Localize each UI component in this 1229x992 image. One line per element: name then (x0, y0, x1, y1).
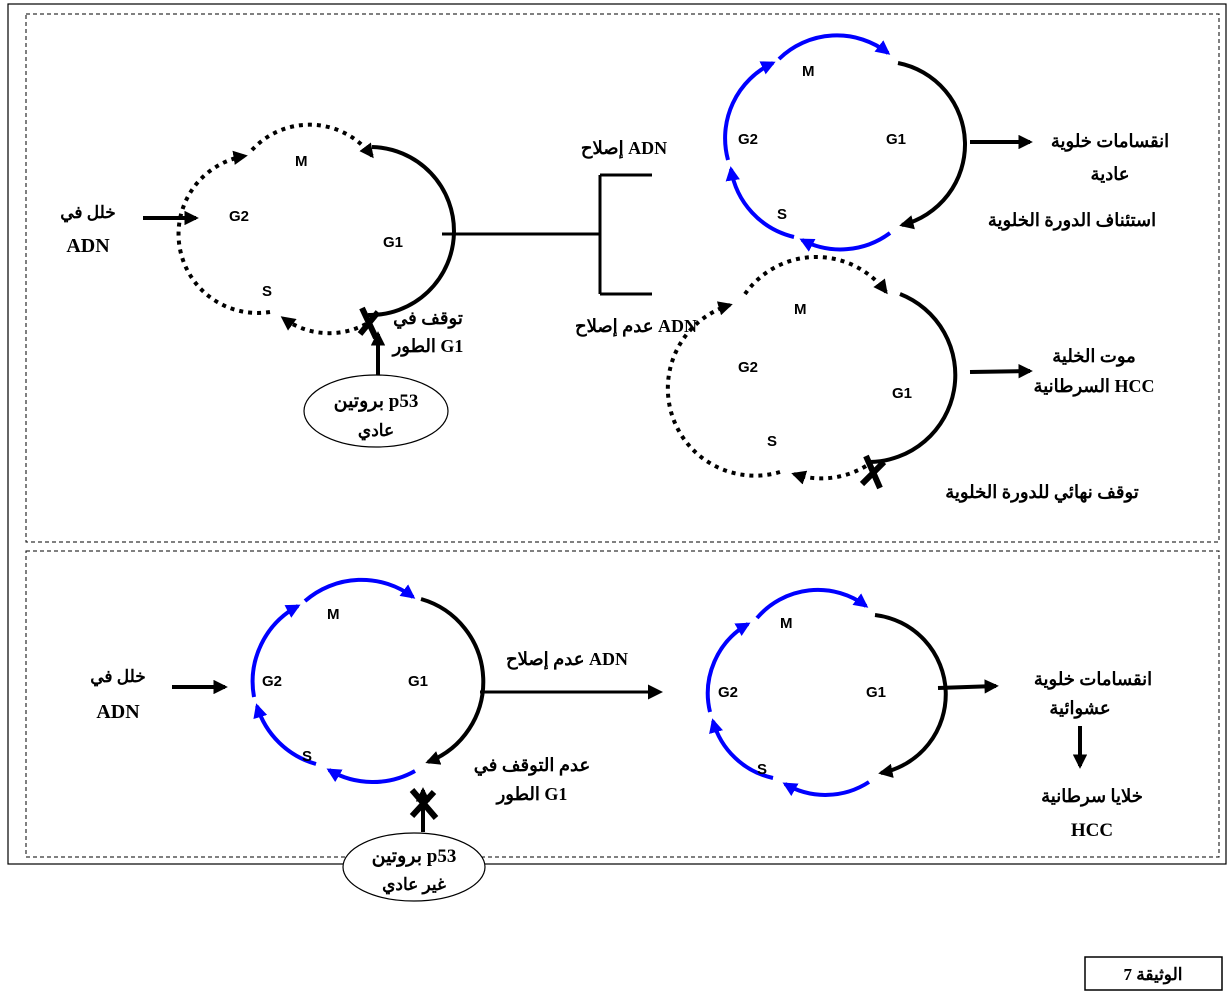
cycle-bottom-left-g1-arc (420, 597, 486, 765)
phase-g2-label: G2 (229, 208, 249, 225)
cell-death-line2: السرطانية HCC (1034, 376, 1155, 397)
cycle-bottom-right-s-arc (782, 780, 871, 797)
cycle-top-left (176, 122, 457, 340)
resume-cycle-label: استئناف الدورة الخلوية (988, 210, 1156, 231)
phase-s-label: S (302, 748, 312, 765)
document-label: الوثيقة 7 (1123, 965, 1182, 985)
outer-frame (7, 3, 1227, 865)
cycle-top-right-g2-arc (725, 166, 795, 239)
cycle-lower-s-arc (791, 464, 868, 485)
cancer-cells-line1: خلايا سرطانية (1041, 786, 1143, 807)
no-arrest-line1: عدم التوقف في (474, 755, 590, 776)
cycle-top-right-m-g2-arc (723, 61, 776, 161)
phase-s-label: S (767, 433, 777, 450)
cycle-bottom-right (705, 587, 948, 797)
cycle-bottom-right-m-g2-arc (705, 622, 751, 713)
cycle-top-right-m-arc (777, 33, 891, 61)
cycle-bottom-right-g1-arc (874, 613, 948, 778)
cell-death-line1: موت الخلية (1052, 346, 1136, 367)
cycle-top-right (723, 33, 967, 252)
no-repair-label: عدم إصلاح ADN (506, 649, 628, 670)
top-panel-frame (25, 13, 1220, 543)
cycle-bottom-left-m-arc (303, 577, 416, 603)
normal-division-line2: عادية (1091, 164, 1130, 184)
cycle-top-left-g2-arc (176, 150, 271, 315)
cycle-top-left-m-arc (250, 122, 374, 159)
phase-m-label: M (794, 301, 807, 318)
phase-m-label: M (802, 63, 815, 80)
cycle-lower-g1-arc (869, 292, 958, 464)
bottom-panel-frame (25, 550, 1220, 858)
arrest-cross-mark (859, 454, 887, 490)
phase-g1-label: G1 (408, 673, 428, 690)
dna-defect-line2: ADN (66, 235, 110, 257)
phase-g2-label: G2 (738, 359, 758, 376)
phase-g1-label: G1 (383, 234, 403, 251)
arrest-line2: الطور G1 (391, 336, 464, 357)
death-arrow (969, 363, 1033, 379)
p53-abnormal-line1: بروتين p53 (372, 846, 457, 867)
random-division-line2: عشوائية (1049, 698, 1110, 719)
phase-g2-label: G2 (738, 131, 758, 148)
phase-g1-label: G1 (866, 684, 886, 701)
arrest-cross-mark (357, 306, 381, 340)
phase-g1-label: G1 (886, 131, 906, 148)
arrest-line1: توقف في (393, 308, 463, 329)
phase-s-label: S (262, 283, 272, 300)
p53-normal-ellipse (303, 374, 449, 448)
p53-abnormal-line2: غير عادي (382, 875, 446, 895)
final-arrest-label: توقف نهائي للدورة الخلوية (945, 482, 1139, 503)
cycle-bottom-left-m-g2-arc (250, 604, 301, 698)
cycle-bottom-left-g2-arc (253, 703, 317, 766)
dna-defect-line2: ADN (96, 701, 140, 723)
random-division-line1: انقسامات خلوية (1034, 669, 1152, 690)
phase-g1-label: G1 (892, 385, 912, 402)
p53-normal-line2: عادي (358, 421, 394, 441)
phase-m-label: M (327, 606, 340, 623)
dna-defect-line1: خلل في (90, 667, 146, 687)
cycle-top-left-s-arc (280, 316, 367, 336)
phase-m-label: M (780, 615, 793, 632)
normal-division-line1: انقسامات خلوية (1051, 131, 1169, 152)
document-label-box (1084, 956, 1223, 991)
cycle-lower-g2-arc (665, 301, 781, 478)
cycle-bottom-right-m-arc (755, 587, 869, 620)
cycle-top-right-s-arc (799, 231, 892, 252)
no-repair-label: عدم إصلاح ADN (575, 316, 697, 337)
cycle-bottom-left (250, 577, 486, 785)
p53-normal-line1: بروتين p53 (334, 391, 419, 412)
branch-bracket (442, 173, 652, 296)
phase-s-label: S (777, 206, 787, 223)
repair-label: إصلاح ADN (581, 138, 667, 159)
cycle-top-right-lower (665, 254, 958, 490)
random-division-arrow (937, 679, 999, 694)
phase-g2-label: G2 (262, 673, 282, 690)
cycle-lower-m-arc (743, 254, 888, 296)
cycle-bottom-right-g2-arc (709, 718, 774, 780)
p53-abnormal-ellipse (342, 832, 486, 902)
cycle-top-left-g1-arc (367, 145, 457, 318)
phase-m-label: M (295, 153, 308, 170)
cycle-top-right-g1-arc (897, 61, 967, 230)
dna-defect-line1: خلل في (60, 203, 116, 223)
broken-cross-mark (409, 788, 439, 820)
cancer-cells-line2: HCC (1071, 820, 1113, 841)
phase-s-label: S (757, 761, 767, 778)
no-arrest-line2: الطور G1 (495, 784, 568, 805)
phase-g2-label: G2 (718, 684, 738, 701)
cycle-bottom-left-s-arc (326, 768, 416, 785)
